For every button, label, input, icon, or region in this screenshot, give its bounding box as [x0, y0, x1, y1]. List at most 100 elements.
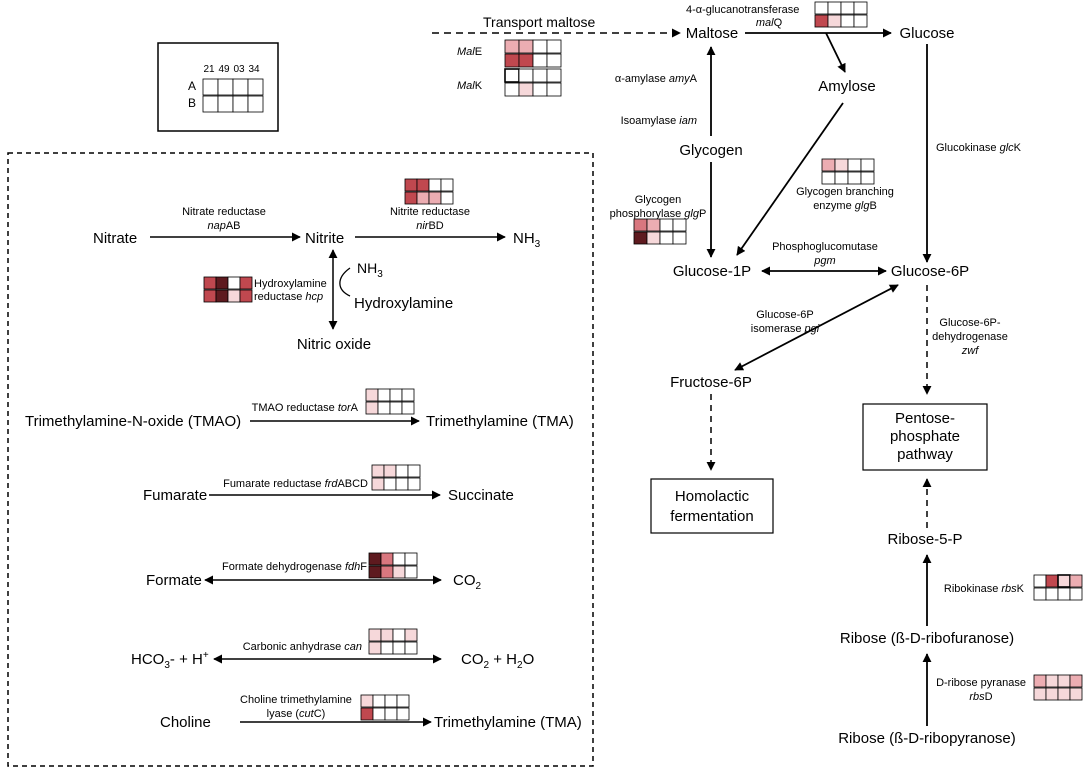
- heatmap-nirBD-cell-a2: [416, 178, 430, 192]
- heatmap-malE-cell-a2: [518, 39, 534, 54]
- heatmap-fdhF-cell-b3: [392, 565, 406, 579]
- metabolites: Maltose Glucose Amylose Glycogen Glucose…: [25, 25, 1016, 747]
- heatmap-malE-cell-b1: [504, 53, 520, 68]
- heatmap-rbsD-cell-a2: [1045, 674, 1059, 688]
- heatmap-can-cell-a2: [380, 628, 394, 642]
- enzyme-glgB-1: Glycogen branching: [796, 186, 894, 198]
- heatmap-malE-cell-a4: [546, 39, 562, 54]
- enzyme-zwf-2: dehydrogenase: [932, 331, 1008, 343]
- heatmap-glgP-cell-a1: [633, 218, 648, 232]
- heatmap-rbsK-cell-b1: [1033, 587, 1047, 601]
- heatmap-glgB-cell-a3: [847, 158, 862, 172]
- heatmap-glgB-cell-b2: [834, 171, 849, 185]
- heatmap-can-cell-b3: [392, 641, 406, 655]
- heatmap-frdABCD-cell-a1: [371, 464, 385, 478]
- heatmap-fdhF-cell-a3: [392, 552, 406, 566]
- heatmap-nirBD-cell-a4: [440, 178, 454, 192]
- heatmap-torA-cell-b1: [365, 401, 379, 415]
- expression-heatmaps: [202, 1, 1083, 721]
- heatmap-malE-cell-a1: [504, 39, 520, 54]
- heatmap-rbsK-cell-a4: [1069, 574, 1083, 588]
- heatmap-legend-cell-b4: [247, 95, 264, 113]
- heatmap-legend-cell-a3: [232, 78, 249, 96]
- metabolite-ribofuranose: Ribose (ß-D-ribofuranose): [840, 630, 1014, 647]
- heatmap-rbsD-cell-a4: [1069, 674, 1083, 688]
- heatmap-cutC-cell-a2: [372, 694, 386, 708]
- heatmap-malQ-cell-b4: [853, 14, 868, 28]
- heatmap-malE-cell-b4: [546, 53, 562, 68]
- heatmap-malK-cell-a4: [546, 68, 562, 83]
- metabolite-tma-1: Trimethylamine (TMA): [426, 413, 574, 430]
- heatmap-nirBD-cell-a3: [428, 178, 442, 192]
- heatmap-nirBD-cell-b3: [428, 191, 442, 205]
- heatmap-malK-cell-a2: [518, 68, 534, 83]
- heatmap-hcp-cell-a4: [239, 276, 253, 290]
- enzyme-napAB-2: napAB: [207, 220, 240, 232]
- heatmap-rbsK-cell-b4: [1069, 587, 1083, 601]
- heatmap-hcp-cell-b2: [215, 289, 229, 303]
- enzyme-rbsK: Ribokinase rbsK: [944, 583, 1025, 595]
- heatmap-glgP-cell-b4: [672, 231, 687, 245]
- enzyme-transport-maltose: Transport maltose: [483, 14, 596, 30]
- legend-col-4: 34: [248, 64, 260, 75]
- arrow-amylose-glucose1p: [736, 102, 844, 256]
- heatmap-legend-cell-a4: [247, 78, 264, 96]
- heatmap-glgB: [821, 158, 875, 185]
- heatmap-cutC: [360, 694, 410, 721]
- heatmap-glgB-cell-a2: [834, 158, 849, 172]
- heatmap-glgP: [633, 218, 687, 245]
- legend-row-b: B: [188, 96, 196, 110]
- heatmap-fdhF: [368, 552, 418, 579]
- enzyme-pgm-1: Phosphoglucomutase: [772, 241, 878, 253]
- heatmap-cutC-cell-a3: [384, 694, 398, 708]
- heatmap-fdhF-cell-b1: [368, 565, 382, 579]
- heatmap-torA: [365, 388, 415, 415]
- pentose-line-2: phosphate: [890, 428, 960, 445]
- heatmap-frdABCD: [371, 464, 421, 491]
- metabolite-glucose-6p: Glucose-6P: [891, 263, 969, 280]
- heatmap-torA-cell-a1: [365, 388, 379, 402]
- heatmap-legend-cell-b1: [202, 95, 219, 113]
- enzyme-cutC-2: lyase (cutC): [267, 708, 326, 720]
- metabolite-nh3-side: NH3: [357, 260, 383, 280]
- heatmap-frdABCD-cell-b4: [407, 477, 421, 491]
- heatmap-cutC-cell-b3: [384, 707, 398, 721]
- heatmap-rbsK-cell-a3: [1057, 574, 1071, 588]
- heatmap-frdABCD-cell-a3: [395, 464, 409, 478]
- heatmap-fdhF-cell-b4: [404, 565, 418, 579]
- pentose-line-1: Pentose-: [895, 410, 955, 427]
- heatmap-cutC-cell-b4: [396, 707, 410, 721]
- heatmap-malE-cell-a3: [532, 39, 548, 54]
- metabolite-nitrate: Nitrate: [93, 230, 137, 247]
- enzyme-pgi-2: isomerase pgi: [751, 323, 820, 335]
- metabolite-co2-a: CO2: [453, 572, 482, 592]
- heatmap-frdABCD-cell-b1: [371, 477, 385, 491]
- heatmap-malK-cell-b1: [504, 82, 520, 97]
- metabolite-nitrite: Nitrite: [305, 230, 344, 247]
- heatmap-can-cell-b4: [404, 641, 418, 655]
- heatmap-torA-cell-a4: [401, 388, 415, 402]
- heatmap-rbsK-cell-a2: [1045, 574, 1059, 588]
- heatmap-malQ-cell-b2: [827, 14, 842, 28]
- heatmap-nirBD-cell-b1: [404, 191, 418, 205]
- heatmap-frdABCD-cell-a2: [383, 464, 397, 478]
- legend-col-1: 21: [203, 64, 215, 75]
- metabolite-ribopyranose: Ribose (ß-D-ribopyranose): [838, 730, 1016, 747]
- metabolite-glycogen: Glycogen: [679, 142, 742, 159]
- heatmap-frdABCD-cell-a4: [407, 464, 421, 478]
- metabolite-amylose: Amylose: [818, 78, 876, 95]
- metabolite-succinate: Succinate: [448, 487, 514, 504]
- enzyme-can: Carbonic anhydrase can: [243, 641, 362, 653]
- enzyme-malE: MalE: [457, 46, 482, 58]
- heatmap-malE-cell-b2: [518, 53, 534, 68]
- heatmap-cutC-cell-b1: [360, 707, 374, 721]
- enzyme-torA: TMAO reductase torA: [252, 402, 359, 414]
- anaerobic-box: [7, 152, 594, 767]
- heatmap-rbsD-cell-a1: [1033, 674, 1047, 688]
- enzymes: Transport maltose MalE MalK 4-α-glucanot…: [182, 4, 1026, 720]
- heatmap-malK-cell-a3: [532, 68, 548, 83]
- heatmap-malK: [504, 68, 562, 97]
- heatmap-legend-cell-b2: [217, 95, 234, 113]
- heatmap-malQ-cell-b3: [840, 14, 855, 28]
- pentose-box: [862, 403, 988, 471]
